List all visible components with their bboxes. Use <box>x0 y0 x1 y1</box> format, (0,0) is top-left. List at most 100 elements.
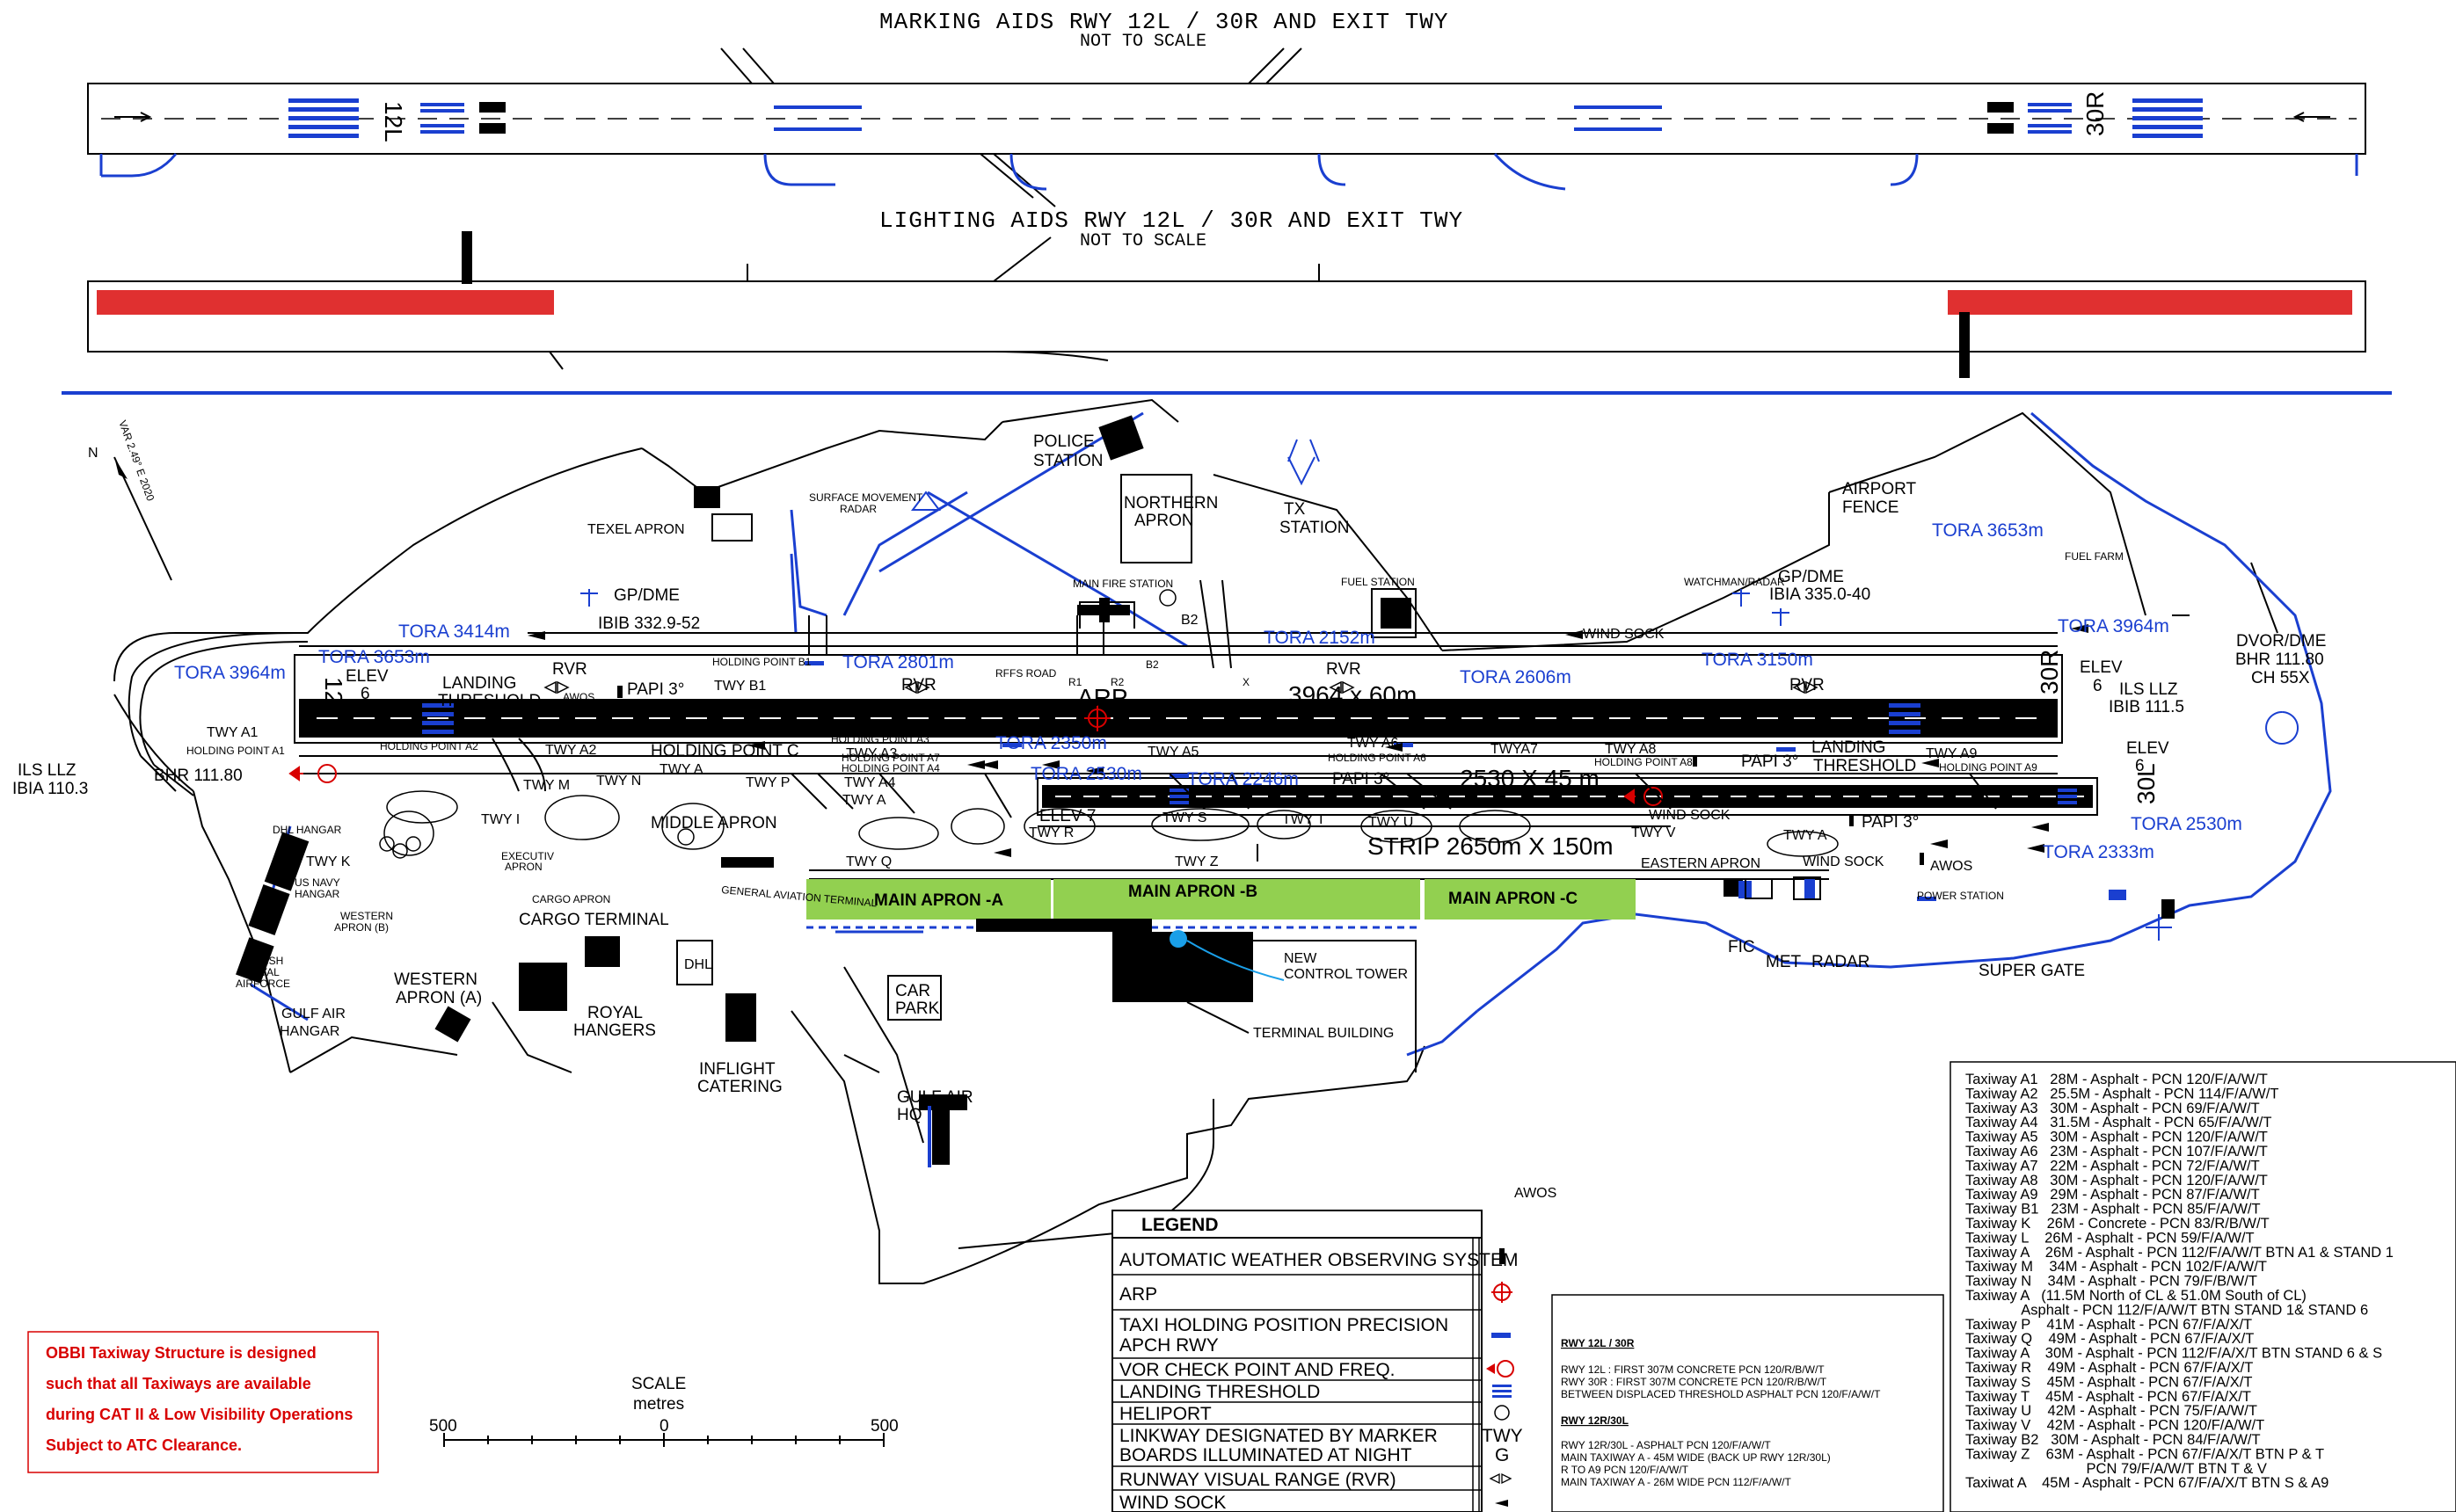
tx-1: TX <box>1284 500 1306 519</box>
papi-se: PAPI 3° <box>1862 813 1919 832</box>
police-1: POLICE <box>1033 433 1095 451</box>
gp-east-freq: IBIA 335.0-40 <box>1769 585 1870 604</box>
rvr-3: RVR <box>1326 660 1361 679</box>
twy-a2: TWY A2 <box>545 743 596 758</box>
marking-subtitle: NOT TO SCALE <box>1080 32 1206 52</box>
gulf-hq-2: HQ <box>897 1106 922 1124</box>
twy-a5: TWY A5 <box>1148 745 1199 760</box>
runway-labels: ELEV 6 ELEV 6 ELEV 6 ELEV 7 LANDING THRE… <box>346 658 2169 832</box>
legend-row-linkway-1: LINKWAY DESIGNATED BY MARKER <box>1119 1426 1438 1446</box>
tora-3653-e: TORA 3653m <box>1932 520 2044 541</box>
taxiway-spec-row: Taxiway B2 30M - Asphalt - PCN 84/F/A/W/… <box>1965 1432 2261 1448</box>
vor-check-label: BHR 111.80 <box>154 767 243 785</box>
taxiway-spec-row: Taxiway Q 49M - Asphalt - PCN 67/F/A/X/T <box>1965 1331 2254 1347</box>
marking-aids-strip: MARKING AIDS RWY 12L / 30R AND EXIT TWY … <box>87 9 2366 207</box>
taxiway-spec-row: Taxiway T 45M - Asphalt - PCN 67/F/A/X/T <box>1965 1389 2251 1405</box>
northern-apron-2: APRON <box>1134 512 1194 530</box>
taxiway-spec-box: Taxiway A1 28M - Asphalt - PCN 120/F/A/W… <box>1949 1061 2456 1512</box>
taxiway-spec-row: Taxiway A 26M - Asphalt - PCN 112/F/A/W/… <box>1965 1245 2394 1261</box>
hp-a6: HOLDING POINT A6 <box>1328 752 1426 764</box>
us-navy-2: HANGAR <box>295 888 340 900</box>
x-label: X <box>1243 676 1250 688</box>
us-navy-1: US NAVY <box>295 876 340 889</box>
gp-east: GP/DME <box>1778 568 1844 586</box>
spec-l1: RWY 12L : FIRST 307M CONCRETE PCN 120/R/… <box>1561 1363 1825 1376</box>
tora-2246: TORA 2246m <box>1187 769 1299 789</box>
taxiway-spec-row: Taxiway A6 23M - Asphalt - PCN 107/F/A/W… <box>1965 1144 2268 1159</box>
power-station: POWER STATION <box>1917 890 2004 902</box>
twy-a4: TWY A4 <box>844 775 895 790</box>
hp-a9: HOLDING POINT A9 <box>1939 761 2037 774</box>
taxiway-spec-row: Taxiway B1 23M - Asphalt - PCN 85/F/A/W/… <box>1965 1202 2261 1218</box>
holding-point-c: HOLDING POINT C <box>651 742 799 760</box>
police-2: STATION <box>1033 452 1104 470</box>
twy-t: TWY T <box>1282 812 1325 827</box>
british-1: BRITISH <box>242 955 283 967</box>
tora-3964-w: TORA 3964m <box>174 663 286 683</box>
western-a-2: APRON (A) <box>396 989 482 1007</box>
hp-a2: HOLDING POINT A2 <box>380 740 478 752</box>
papi-w: PAPI 3° <box>627 680 684 699</box>
twy-k: TWY K <box>306 854 351 869</box>
tora-3414: TORA 3414m <box>398 622 510 642</box>
hp-a1: HOLDING POINT A1 <box>186 745 285 757</box>
papi-m: PAPI 3° <box>1332 770 1389 789</box>
wind-sock-n: WIND SOCK <box>1583 627 1665 642</box>
spec-l6: R TO A9 PCN 120/F/A/W/T <box>1561 1464 1689 1476</box>
airport-fence-1: AIRPORT <box>1842 480 1917 498</box>
smr-1: SURFACE MOVEMENT <box>809 491 923 504</box>
royal-1: ROYAL <box>587 1004 643 1022</box>
taxiway-spec-row: Taxiway S 45M - Asphalt - PCN 67/F/A/X/T <box>1965 1374 2252 1390</box>
eastern-apron: EASTERN APRON <box>1641 856 1760 871</box>
main-apron-a-label: MAIN APRON -A <box>874 891 1003 910</box>
landing-thr-w-2: THRESHOLD <box>438 692 541 710</box>
lighting-aids-strip: LIGHTING AIDS RWY 12L / 30R AND EXIT TWY… <box>62 207 2392 395</box>
north-label: N <box>88 446 98 461</box>
executiv-2: APRON <box>505 861 543 873</box>
gulf-hangar-2: HANGAR <box>280 1024 339 1039</box>
twy-a-2: TWY A <box>842 793 886 808</box>
marking-12l-label: 12L <box>380 101 407 142</box>
hp-a3: HOLDING POINT A3 <box>831 733 929 745</box>
twy-a-3: TWY A <box>1783 828 1827 843</box>
rffs-road: RFFS ROAD <box>995 667 1057 680</box>
taxiway-spec-row: Taxiway A7 22M - Asphalt - PCN 72/F/A/W/… <box>1965 1158 2260 1174</box>
elev-e-1: ELEV <box>2080 658 2123 677</box>
legend-title: LEGEND <box>1141 1215 1219 1235</box>
scale-title-1: SCALE <box>631 1375 686 1393</box>
twy-m: TWY M <box>523 778 570 793</box>
cargo-terminal: CARGO TERMINAL <box>519 911 669 929</box>
legend-row-arp: ARP <box>1119 1284 1157 1305</box>
rwy-30r-label: 30R <box>2036 650 2063 694</box>
middle-apron: MIDDLE APRON <box>651 814 777 832</box>
main-apron-c <box>1425 879 1636 920</box>
rwy-second-dims: 2530 X 45 m <box>1460 765 1600 792</box>
hp-b1: HOLDING POINT B1 <box>712 656 812 668</box>
tora-2152: TORA 2152m <box>1264 628 1375 648</box>
tora-2530-a: TORA 2530m <box>1031 764 1142 784</box>
heliport-symbols <box>379 589 1177 859</box>
twy-a1: TWY A1 <box>207 725 258 740</box>
taxiway-spec-row: Taxiway L 26M - Asphalt - PCN 59/F/A/W/T <box>1965 1230 2255 1246</box>
taxiway-spec-row: Taxiway K 26M - Concrete - PCN 83/R/B/W/… <box>1965 1216 2270 1232</box>
radar-label: RADAR <box>1811 953 1870 971</box>
british-2: ROYAL <box>244 966 280 978</box>
awos-west: AWOS <box>563 691 594 703</box>
taxiway-spec-row: Taxiway A3 30M - Asphalt - PCN 69/F/A/W/… <box>1965 1101 2260 1116</box>
taxiway-spec-row: Asphalt - PCN 112/F/A/W/T BTN STAND 1& S… <box>1965 1302 2368 1318</box>
note-line-3: during CAT II & Low Visibility Operation… <box>46 1406 353 1423</box>
spec-head-1: RWY 12L / 30R <box>1561 1337 1635 1349</box>
western-a-1: WESTERN <box>394 970 477 989</box>
fic-label: FIC <box>1728 938 1755 956</box>
elev-w-2: 6 <box>361 685 370 703</box>
twy-a8: TWY A8 <box>1605 742 1656 757</box>
landing-thr-e-2: THRESHOLD <box>1813 757 1916 775</box>
scale-mid: 0 <box>660 1417 669 1436</box>
taxiway-spec-row: Taxiway A4 31.5M - Asphalt - PCN 65/F/A/… <box>1965 1115 2271 1130</box>
fuel-farm: FUEL FARM <box>2065 550 2124 563</box>
hp-a8: HOLDING POINT A8 <box>1594 756 1693 768</box>
tx-2: STATION <box>1279 519 1350 537</box>
twy-a7: TWYA7 <box>1490 742 1538 757</box>
spec-l4: RWY 12R/30L - ASPHALT PCN 120/F/A/W/T <box>1561 1439 1771 1451</box>
